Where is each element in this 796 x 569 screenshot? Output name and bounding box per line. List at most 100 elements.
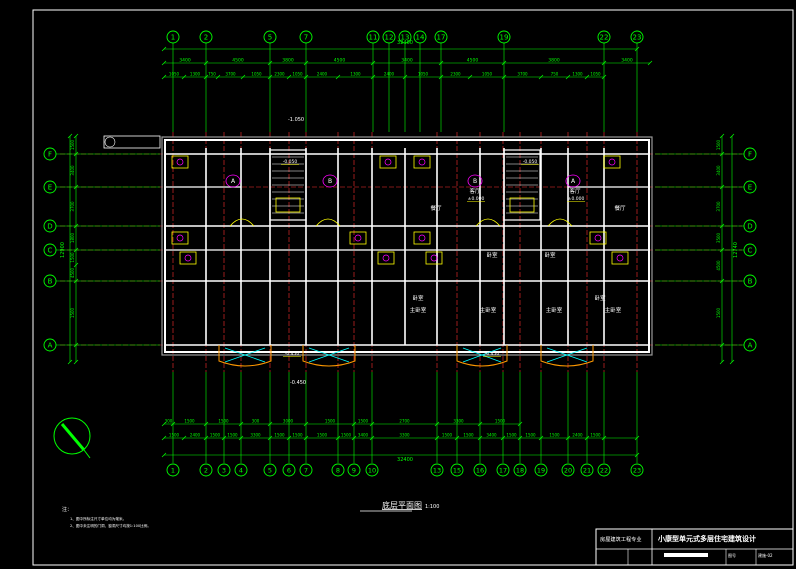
wall-outline — [413, 231, 431, 245]
left-dim-text: 1800 — [70, 232, 75, 243]
top-dim-row2-tick — [438, 74, 444, 80]
note-1: 1、图中所标注尺寸单位均为毫米。 — [70, 516, 126, 521]
right-dim-tick — [719, 184, 725, 190]
bottom-dim-row1-text: 3300 — [453, 419, 464, 424]
right-dim-text: 4500 — [716, 260, 721, 271]
bottom-dim-row2-tick — [238, 435, 244, 441]
right-overall-tick — [729, 359, 735, 365]
axis-bubble-bottom — [580, 463, 594, 477]
axis-bubble-bottom — [473, 463, 487, 477]
bottom-dim-row2-text: 1500 — [227, 433, 238, 438]
fixture-icon — [354, 234, 362, 242]
bottom-dim-row1-text: 1500 — [218, 419, 229, 424]
top-dim-row1-text: 3800 — [282, 58, 294, 64]
bottom-dim-row2-tick — [601, 435, 607, 441]
bottom-dim-row1-tick — [369, 421, 375, 427]
axis-label-top: 5 — [268, 34, 272, 42]
right-dim-text: 3700 — [716, 201, 721, 212]
bottom-dim-row2-text: 3300 — [250, 433, 261, 438]
top-dim-row2-text: 1300 — [350, 72, 361, 77]
axis-bubble-bottom — [534, 463, 548, 477]
balcony-bay — [456, 345, 508, 367]
bottom-dim-row2-tick — [286, 435, 292, 441]
axis-label-left: A — [48, 342, 53, 350]
axis-bubble-bottom — [217, 463, 231, 477]
right-overall-dimension: 12740 — [733, 242, 739, 258]
title-block-sheet-number: 建施-02 — [758, 552, 773, 558]
top-dim-row2-text: 2400 — [384, 72, 395, 77]
unit-type-bubble — [322, 174, 338, 188]
bottom-dim-row2-text: 1500 — [463, 433, 474, 438]
axis-label-top: 12 — [385, 34, 394, 42]
axis-bubble-bottom — [299, 463, 313, 477]
bottom-dim-row2-tick — [434, 435, 440, 441]
bottom-dim-row1-tick — [238, 421, 244, 427]
fixture-icon — [608, 158, 616, 166]
top-dim-row2-text: 1050 — [251, 72, 262, 77]
axis-bubble-bottom — [282, 463, 296, 477]
bottom-dim-row2-text: 1500 — [210, 433, 221, 438]
bottom-dim-row1-text: 300 — [252, 419, 260, 424]
top-dim-row2-tick — [267, 74, 273, 80]
left-dim-tick — [73, 359, 79, 365]
axis-label-left: C — [48, 247, 53, 255]
wall-outline — [103, 135, 161, 149]
top-dim-row2-tick — [538, 74, 544, 80]
right-dim-tick — [719, 133, 725, 139]
bottom-dim-row2-tick — [454, 435, 460, 441]
top-dim-row1-tick — [303, 60, 309, 66]
unit-type-label: B — [328, 178, 332, 185]
room-label: 主卧室 — [605, 306, 622, 314]
top-dim-row1-text: 4500 — [467, 58, 479, 64]
top-dim-row1-text: 3800 — [548, 58, 560, 64]
top-dim-row1-text: 4500 — [232, 58, 244, 64]
left-dim-text: 1500 — [70, 139, 75, 150]
top-dim-row1-tick — [161, 60, 167, 66]
top-dim-row2-tick — [335, 74, 341, 80]
top-dim-row2-tick — [240, 74, 246, 80]
axis-label-top: 11 — [369, 34, 378, 42]
axis-bubble-bottom — [331, 463, 345, 477]
bottom-dim-row1-tick — [434, 421, 440, 427]
top-dim-row2-text: 2400 — [317, 72, 328, 77]
left-dim-tick — [73, 133, 79, 139]
bottom-overall-dimension: 32400 — [397, 457, 413, 463]
left-overall-tick — [67, 359, 73, 365]
top-overall-tick — [161, 46, 167, 52]
axis-label-bottom: 1 — [171, 467, 175, 475]
left-dim-tick — [73, 151, 79, 157]
top-dim-row2-text: 1050 — [418, 72, 429, 77]
room-label: 卧室 — [544, 251, 556, 259]
bottom-dim-row2-text: 1500 — [525, 433, 536, 438]
axis-label-top: 7 — [304, 34, 308, 42]
axis-label-right: C — [748, 247, 753, 255]
right-dim-tick — [719, 223, 725, 229]
wall-outline — [589, 231, 607, 245]
elevation-label: ±0.000 — [568, 196, 585, 202]
entrance-level: -1.050 — [288, 117, 304, 123]
axis-bubble-bottom — [430, 463, 444, 477]
bottom-dim-row2-text: 1500 — [169, 433, 180, 438]
bottom-dim-row1-tick — [170, 421, 176, 427]
unit-type-bubble — [225, 174, 241, 188]
axis-label-right: A — [748, 342, 753, 350]
axis-label-bottom: 18 — [516, 467, 524, 475]
bottom-dim-row2-tick — [221, 435, 227, 441]
wall-outline — [377, 251, 395, 265]
elevation-label: -0.050 — [523, 159, 538, 165]
axis-bubble-bottom — [630, 463, 644, 477]
left-overall-dimension: 12900 — [60, 242, 66, 258]
axis-label-top: 22 — [600, 34, 609, 42]
top-dim-row2-tick — [286, 74, 292, 80]
axis-label-bottom: 6 — [287, 467, 291, 475]
axis-label-bottom: 23 — [633, 467, 641, 475]
ground-level: -0.450 — [290, 380, 306, 386]
axis-label-top: 17 — [437, 34, 446, 42]
top-dim-row2-tick — [203, 74, 209, 80]
room-label: 餐厅 — [614, 204, 626, 212]
right-dim-tick — [719, 278, 725, 284]
top-dim-row2-text: 3700 — [517, 72, 528, 77]
bottom-dim-row2-tick — [303, 435, 309, 441]
left-dim-tick — [73, 247, 79, 253]
top-dim-row1-tick — [203, 60, 209, 66]
